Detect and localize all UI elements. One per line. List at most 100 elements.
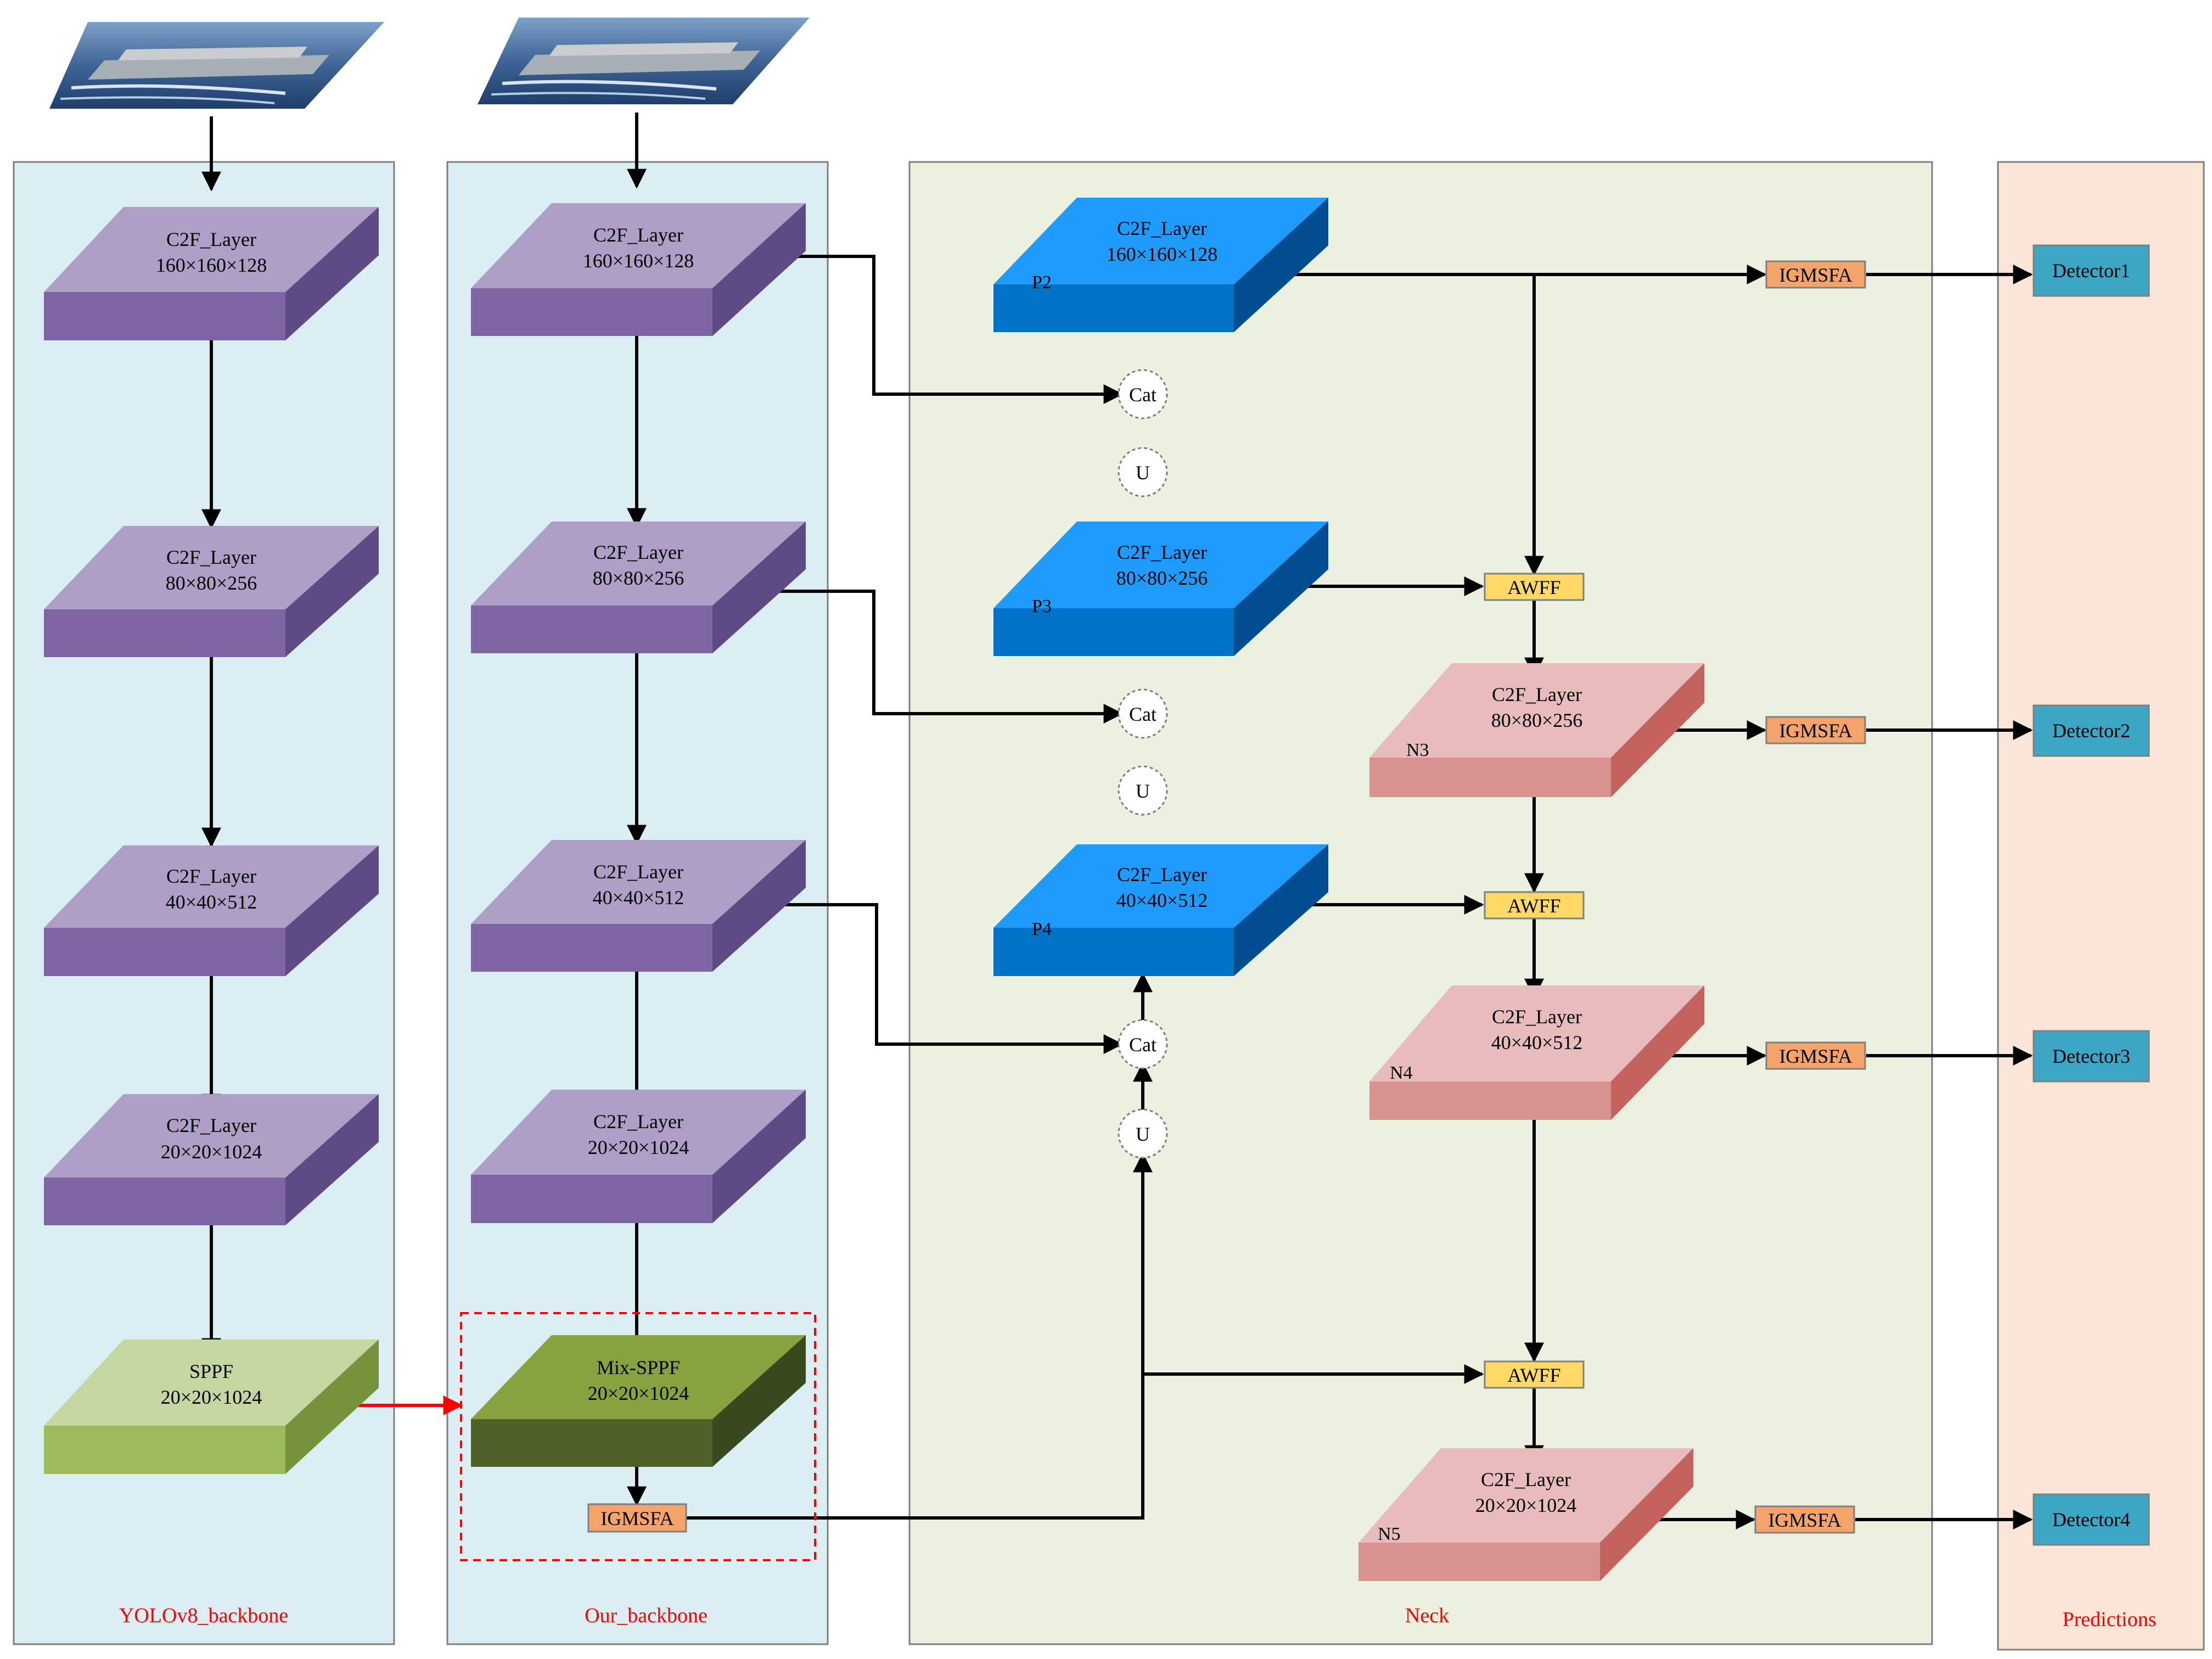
- block-dims: 80×80×256: [166, 572, 257, 594]
- block-name: C2F_Layer: [1481, 1469, 1571, 1490]
- cat-node-1: Cat: [1118, 369, 1168, 419]
- block-name: C2F_Layer: [1117, 864, 1207, 885]
- mix-sppf-block: Mix-SPPF 20×20×1024: [471, 1335, 806, 1467]
- block-dims: 20×20×1024: [1475, 1494, 1577, 1516]
- detector-label: Detector4: [2052, 1509, 2130, 1531]
- detector-3: Detector3: [2033, 1030, 2150, 1083]
- block-name: C2F_Layer: [593, 224, 683, 246]
- cat-label: Cat: [1129, 703, 1156, 725]
- our-backbone-label: Our_backbone: [585, 1604, 708, 1627]
- igmsfa-module-3: IGMSFA: [1765, 1041, 1866, 1070]
- block-dims: 160×160×128: [1107, 243, 1218, 265]
- predictions-label: Predictions: [2063, 1608, 2157, 1631]
- cat-node-3: Cat: [1118, 1019, 1168, 1069]
- detector-label: Detector3: [2052, 1045, 2130, 1067]
- block-dims: 40×40×512: [593, 887, 684, 909]
- igmsfa-label: IGMSFA: [600, 1507, 673, 1529]
- detector-1: Detector1: [2033, 244, 2150, 297]
- neck-n5-block: C2F_Layer 20×20×1024 N5: [1358, 1448, 1693, 1581]
- igmsfa-label: IGMSFA: [1779, 720, 1852, 742]
- block-name: C2F_Layer: [1117, 541, 1207, 563]
- input-image-yolo: [49, 22, 384, 109]
- upsample-node-3: U: [1118, 1108, 1168, 1159]
- igmsfa-module-backbone: IGMSFA: [587, 1503, 687, 1533]
- block-tag: P2: [1032, 272, 1052, 293]
- yolo-c2f-block-1: C2F_Layer 160×160×128: [44, 207, 379, 340]
- awff-module-1: AWFF: [1484, 573, 1585, 601]
- igmsfa-label: IGMSFA: [1768, 1509, 1841, 1531]
- block-dims: 40×40×512: [166, 891, 257, 913]
- block-dims: 20×20×1024: [588, 1136, 689, 1158]
- block-name: C2F_Layer: [166, 228, 256, 250]
- igmsfa-module-2: IGMSFA: [1765, 716, 1866, 744]
- awff-module-2: AWFF: [1484, 891, 1585, 920]
- neck-label: Neck: [1405, 1604, 1449, 1627]
- neck-n3-block: C2F_Layer 80×80×256 N3: [1369, 663, 1704, 797]
- block-tag: P3: [1032, 596, 1052, 616]
- block-name: C2F_Layer: [166, 865, 256, 887]
- connections: [201, 113, 2033, 1529]
- block-dims: 80×80×256: [593, 567, 684, 589]
- block-dims: 40×40×512: [1116, 889, 1208, 911]
- igmsfa-module-1: IGMSFA: [1765, 260, 1866, 289]
- igmsfa-label: IGMSFA: [1779, 264, 1852, 286]
- block-dims: 40×40×512: [1491, 1032, 1583, 1053]
- neck-p4-block: C2F_Layer 40×40×512 P4: [993, 844, 1328, 976]
- detector-label: Detector1: [2052, 260, 2130, 282]
- block-dims: 20×20×1024: [161, 1386, 262, 1408]
- block-dims: 20×20×1024: [161, 1141, 262, 1163]
- yolo-c2f-block-3: C2F_Layer 40×40×512: [44, 845, 379, 976]
- upsample-label: U: [1136, 462, 1150, 484]
- neck-p2-block: C2F_Layer 160×160×128 P2: [993, 198, 1328, 332]
- block-dims: 160×160×128: [583, 250, 694, 272]
- block-name: C2F_Layer: [593, 541, 683, 563]
- our-c2f-block-2: C2F_Layer 80×80×256: [471, 522, 806, 653]
- our-c2f-block-1: C2F_Layer 160×160×128: [471, 203, 806, 336]
- awff-label: AWFF: [1507, 576, 1560, 598]
- block-tag: P4: [1032, 919, 1052, 939]
- upsample-label: U: [1136, 1123, 1150, 1145]
- cat-label: Cat: [1129, 384, 1156, 406]
- block-name: C2F_Layer: [166, 546, 256, 568]
- yolo-c2f-block-2: C2F_Layer 80×80×256: [44, 526, 379, 657]
- block-tag: N3: [1406, 740, 1429, 760]
- our-c2f-block-4: C2F_Layer 20×20×1024: [471, 1090, 806, 1223]
- block-dims: 80×80×256: [1116, 567, 1208, 589]
- igmsfa-label: IGMSFA: [1779, 1045, 1852, 1067]
- neck-n4-block: C2F_Layer 40×40×512 N4: [1369, 985, 1704, 1120]
- block-dims: 160×160×128: [156, 254, 267, 276]
- block-name: C2F_Layer: [1492, 683, 1582, 705]
- yolo-sppf-block: SPPF 20×20×1024: [44, 1339, 379, 1474]
- mix-sppf-highlight-box: [460, 1312, 816, 1561]
- block-tag: N5: [1378, 1524, 1401, 1544]
- awff-label: AWFF: [1507, 895, 1560, 917]
- detector-label: Detector2: [2052, 720, 2130, 742]
- awff-label: AWFF: [1507, 1364, 1560, 1386]
- block-name: C2F_Layer: [1117, 217, 1207, 239]
- neck-p3-block: C2F_Layer 80×80×256 P3: [993, 522, 1328, 656]
- igmsfa-module-4: IGMSFA: [1754, 1505, 1855, 1534]
- block-name: C2F_Layer: [593, 861, 683, 883]
- block-tag: N4: [1390, 1063, 1413, 1083]
- block-name: SPPF: [189, 1360, 233, 1382]
- cat-label: Cat: [1129, 1034, 1156, 1056]
- block-name: C2F_Layer: [593, 1111, 683, 1133]
- detector-2: Detector2: [2033, 704, 2150, 757]
- upsample-node-1: U: [1118, 447, 1168, 497]
- block-name: Mix-SPPF: [597, 1357, 680, 1378]
- block-dims: 20×20×1024: [588, 1382, 689, 1404]
- block-name: C2F_Layer: [1492, 1006, 1582, 1028]
- awff-module-3: AWFF: [1484, 1360, 1585, 1389]
- block-dims: 80×80×256: [1491, 709, 1583, 731]
- input-image-ours: [478, 18, 810, 104]
- cat-node-2: Cat: [1118, 688, 1168, 739]
- detector-4: Detector4: [2033, 1493, 2150, 1546]
- our-c2f-block-3: C2F_Layer 40×40×512: [471, 840, 806, 972]
- predictions-panel: [1997, 161, 2205, 1651]
- upsample-node-2: U: [1118, 765, 1168, 816]
- block-name: C2F_Layer: [166, 1114, 256, 1136]
- upsample-label: U: [1136, 780, 1150, 802]
- yolo-backbone-label: YOLOv8_backbone: [119, 1604, 288, 1627]
- yolo-c2f-block-4: C2F_Layer 20×20×1024: [44, 1094, 379, 1225]
